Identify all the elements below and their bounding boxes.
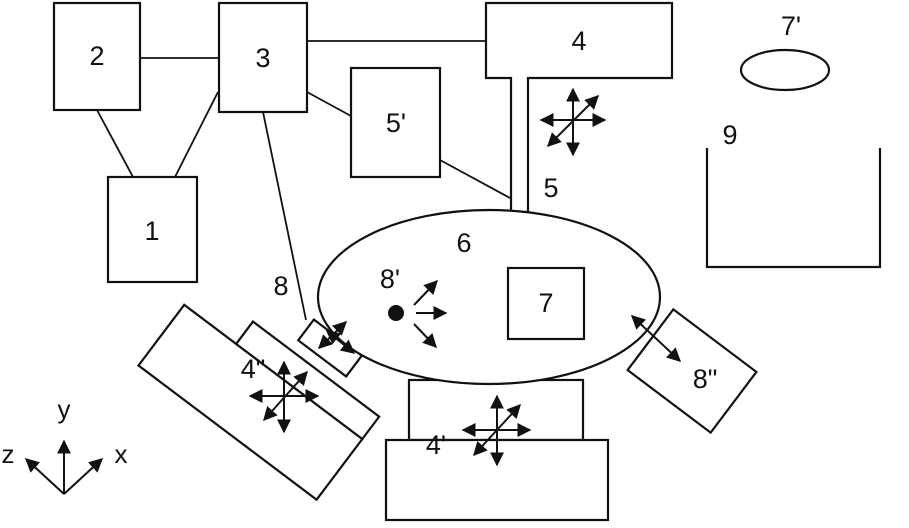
label-1: 1 (144, 216, 159, 246)
axis-label-y: y (58, 394, 71, 424)
axis-label-z: z (2, 439, 15, 469)
label-8-double-prime: 8" (693, 364, 718, 394)
label-3: 3 (255, 43, 270, 73)
label-5: 5 (543, 173, 558, 203)
label-7: 7 (538, 288, 553, 318)
chamber-6 (318, 210, 660, 384)
label-7-prime: 7' (781, 11, 801, 41)
ellipse-7-prime (741, 50, 829, 90)
container-9 (707, 148, 880, 267)
label-5-prime: 5' (386, 108, 406, 138)
point-8-prime (388, 305, 404, 321)
label-9: 9 (722, 120, 737, 150)
label-8: 8 (273, 271, 288, 301)
label-4-prime: 4' (426, 430, 446, 460)
label-4: 4 (571, 26, 586, 56)
label-4-double-prime: 4" (241, 354, 266, 384)
label-8-prime: 8' (380, 264, 400, 294)
label-2: 2 (89, 41, 104, 71)
label-6: 6 (456, 228, 471, 258)
move-arrows-4 (541, 89, 605, 155)
axis-label-x: x (115, 439, 128, 469)
axes-indicator (26, 441, 102, 494)
